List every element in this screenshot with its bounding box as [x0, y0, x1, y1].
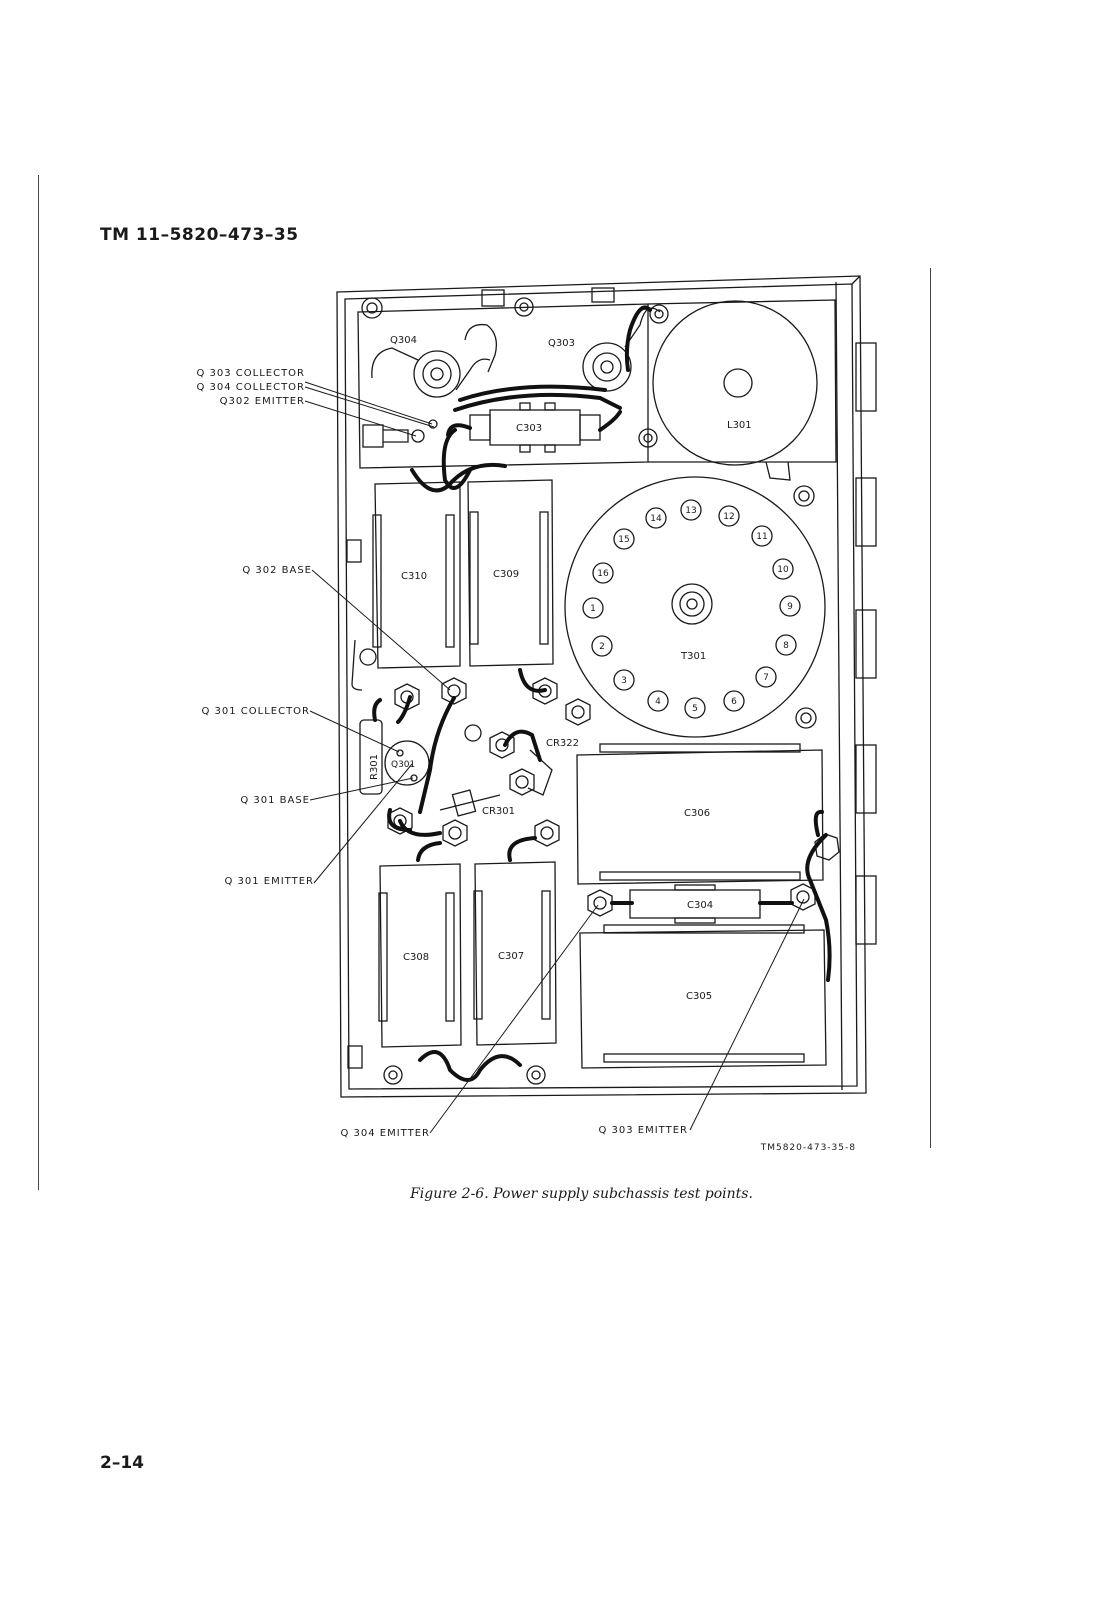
drawing-number: TM5820-473-35-8	[760, 1143, 856, 1153]
terminal-15: 15	[618, 535, 629, 545]
part-cr322: CR322	[546, 738, 579, 749]
part-q301: Q301	[391, 760, 415, 770]
terminal-14: 14	[650, 514, 662, 524]
part-t301: T301	[680, 651, 706, 662]
terminal-2: 2	[599, 642, 605, 652]
terminal-9: 9	[787, 602, 793, 612]
page-number: 2–14	[100, 1453, 144, 1473]
figure-caption: Figure 2-6. Power supply subchassis test…	[410, 1186, 753, 1202]
c308-capacitor	[379, 863, 462, 1048]
leader-q303-collector	[304, 381, 433, 425]
part-c306: C306	[684, 808, 710, 819]
callout-q303-collector: Q 303 COLLECTOR	[196, 368, 305, 379]
c305-capacitor	[579, 929, 827, 1069]
document-id: TM 11–5820–473–35	[100, 225, 299, 245]
callout-q304-collector: Q 304 COLLECTOR	[196, 382, 305, 393]
leader-q304-collector	[304, 386, 435, 428]
part-c308: C308	[403, 952, 429, 963]
leader-q303-emitter	[689, 898, 805, 1131]
right-margin-line	[930, 268, 931, 1148]
leader-q301-base	[309, 777, 414, 801]
terminal-3: 3	[621, 676, 627, 686]
c309-capacitor	[467, 479, 554, 667]
mounting-tab	[855, 477, 877, 547]
part-c310: C310	[401, 571, 427, 582]
leader-q302-base	[311, 569, 451, 691]
callout-q304-emitter: Q 304 EMITTER	[340, 1128, 430, 1139]
part-r301: R301	[369, 754, 380, 780]
cr301-diode	[439, 794, 501, 811]
c310-capacitor	[374, 481, 461, 669]
callout-q302-emitter: Q302 EMITTER	[220, 396, 305, 407]
mounting-tab	[855, 342, 877, 412]
leader-q304-emitter	[429, 904, 599, 1134]
terminal-1: 1	[590, 604, 596, 614]
part-c305: C305	[686, 991, 712, 1002]
terminal-8: 8	[783, 641, 789, 651]
callout-q303-emitter: Q 303 EMITTER	[598, 1125, 688, 1136]
r301-resistor	[359, 719, 383, 795]
mounting-tab	[855, 609, 877, 679]
terminal-10: 10	[777, 565, 789, 575]
leader-q301-emitter	[313, 763, 413, 884]
terminal-13: 13	[685, 506, 696, 516]
part-q304: Q304	[390, 335, 417, 346]
terminal-6: 6	[731, 697, 737, 707]
part-cr301: CR301	[482, 806, 515, 817]
callout-q302-base: Q 302 BASE	[242, 565, 312, 576]
terminal-7: 7	[763, 673, 769, 683]
callout-q301-emitter: Q 301 EMITTER	[224, 876, 314, 887]
terminal-11: 11	[756, 532, 767, 542]
leader-q302-emitter	[304, 400, 417, 437]
l301-inductor	[652, 300, 818, 466]
part-l301: L301	[727, 420, 752, 431]
part-c304: C304	[687, 900, 713, 911]
mounting-tab	[855, 744, 877, 814]
terminal-12: 12	[723, 512, 734, 522]
mounting-tab	[855, 875, 877, 945]
part-c309: C309	[493, 569, 519, 580]
left-margin-line	[38, 175, 39, 1190]
part-c307: C307	[498, 951, 524, 962]
terminal-5: 5	[692, 704, 698, 714]
part-q303: Q303	[548, 338, 575, 349]
terminal-16: 16	[597, 569, 609, 579]
part-c303: C303	[516, 423, 542, 434]
chassis-outline	[336, 275, 867, 1098]
callout-q301-base: Q 301 BASE	[240, 795, 310, 806]
leader-q301-collector	[309, 710, 400, 753]
callout-q301-collector: Q 301 COLLECTOR	[201, 706, 310, 717]
t301-transformer	[564, 476, 826, 738]
c307-capacitor	[474, 861, 557, 1046]
terminal-4: 4	[655, 697, 661, 707]
